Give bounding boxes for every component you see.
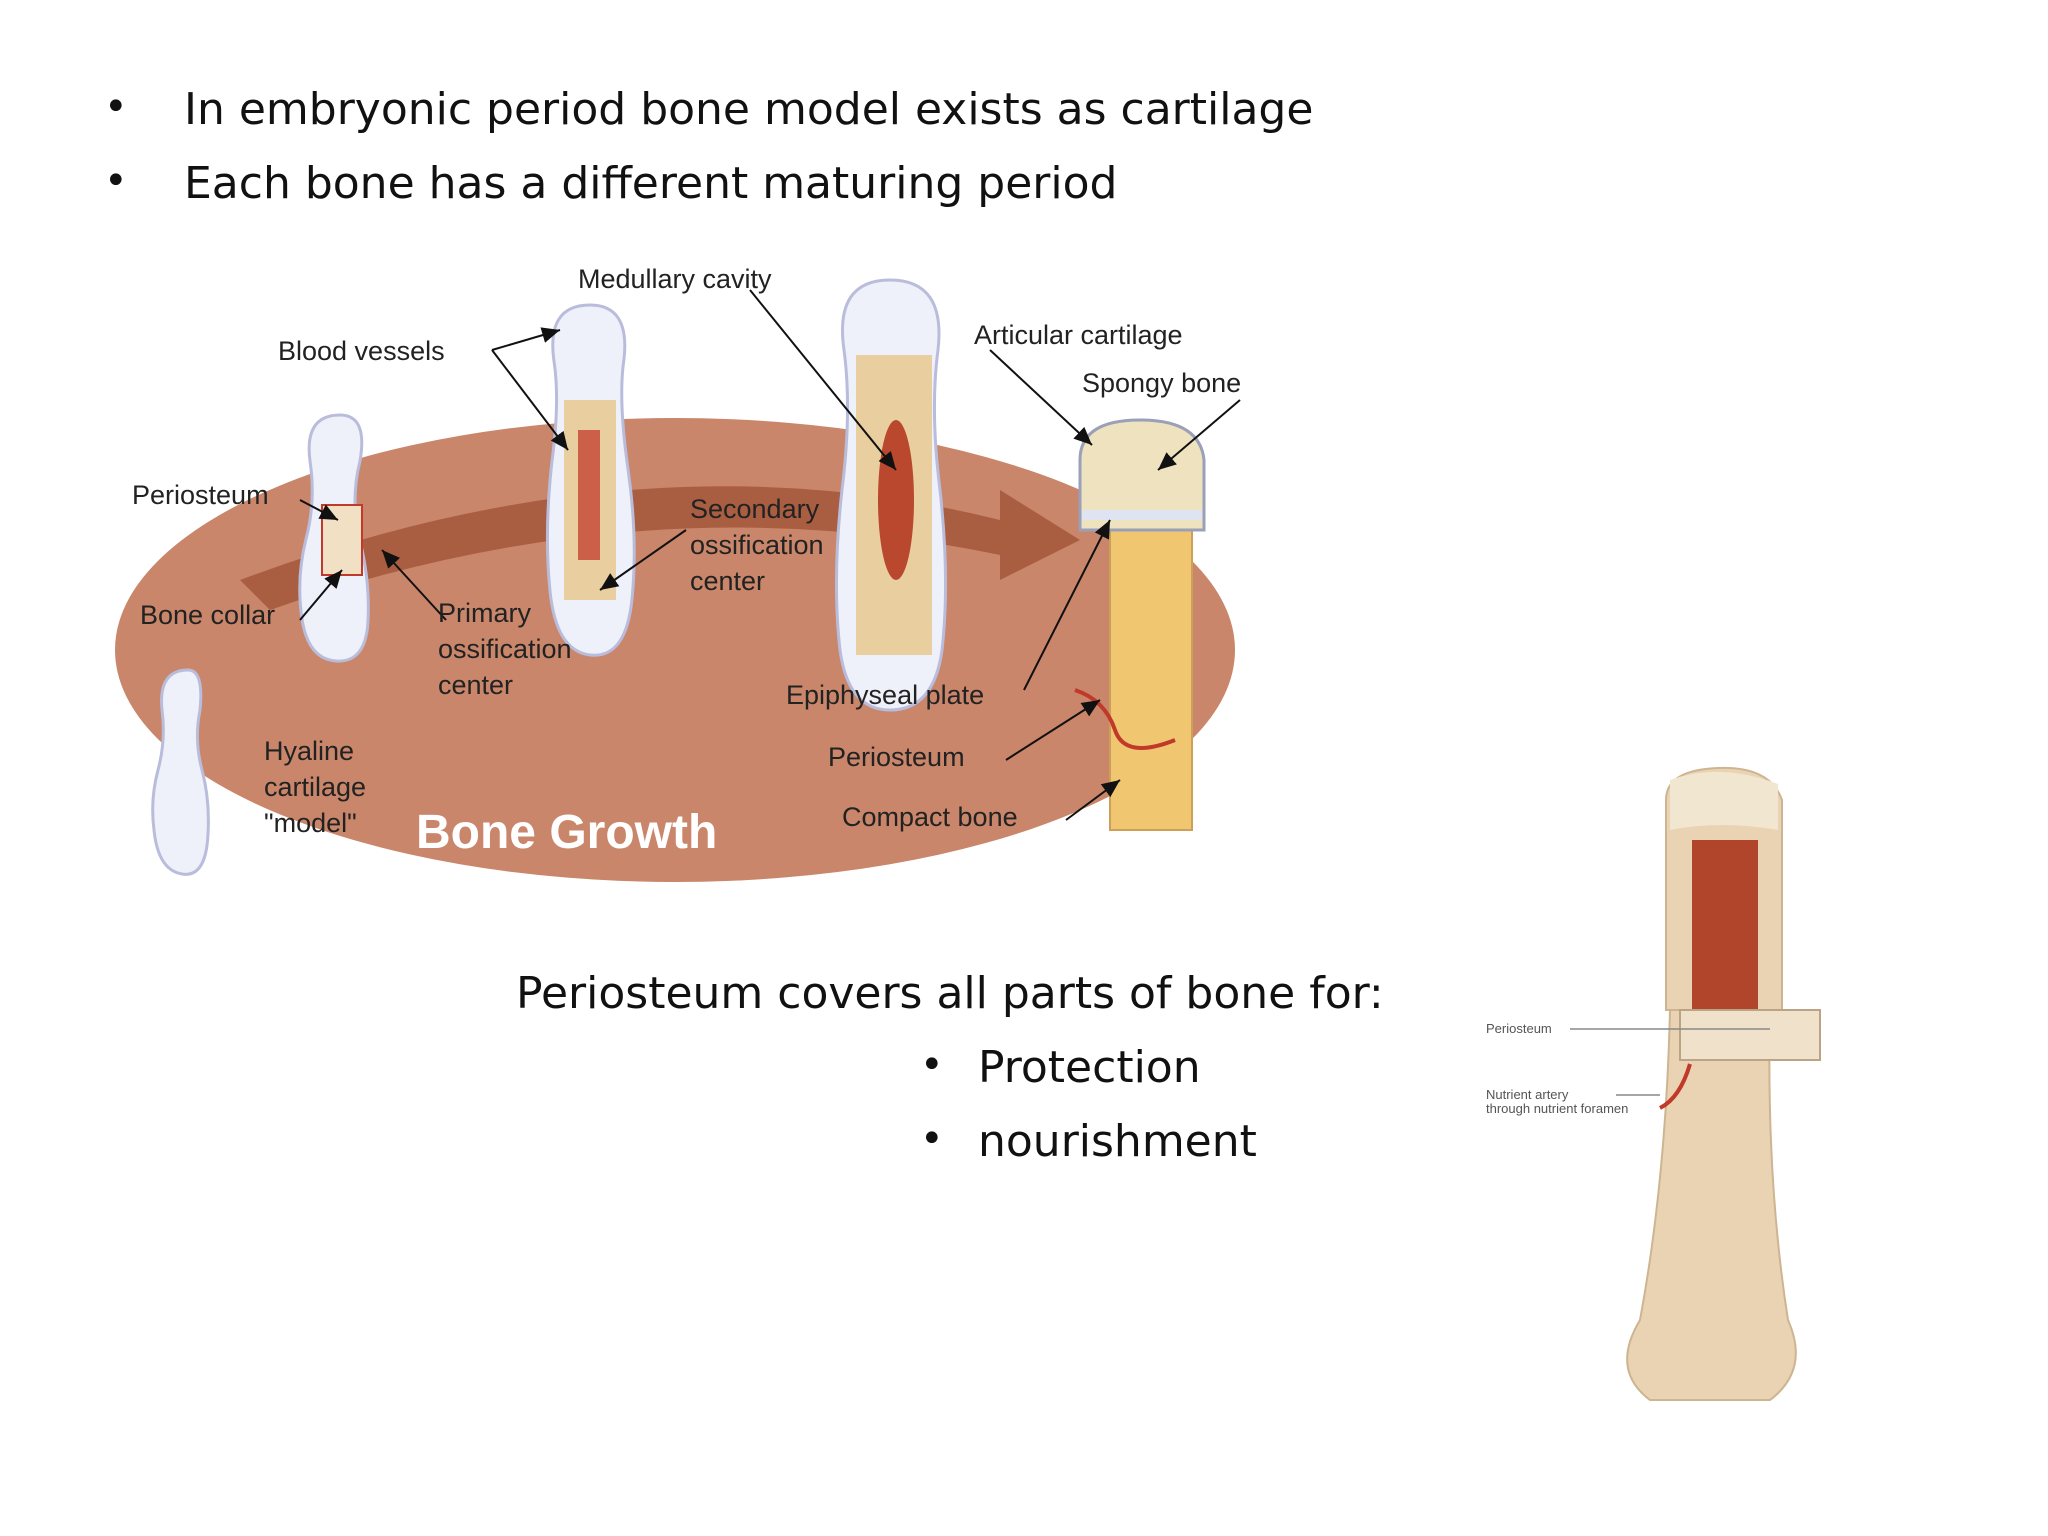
leader-compact: [1065, 779, 1121, 821]
leader-secondary: [599, 529, 687, 591]
sub-bullet-text: Protection: [978, 1042, 1201, 1093]
sub-bullet-text: nourishment: [978, 1116, 1257, 1167]
periosteum-window: [1679, 1009, 1821, 1061]
bullet-item: • In embryonic period bone model exists …: [0, 84, 1400, 144]
epiphyseal-plate-band: [1082, 510, 1202, 520]
leader-articular: [989, 349, 1093, 446]
leader-periosteum-right: [1005, 699, 1101, 761]
label-bone-collar: Bone collar: [140, 600, 275, 630]
label-hyaline-1: Hyaline: [264, 736, 354, 766]
bullet-dot: •: [920, 1116, 944, 1162]
medullary-cavity-section: [1692, 840, 1758, 1010]
label-secondary-3: center: [690, 566, 765, 596]
label-primary-2: ossification: [438, 634, 572, 664]
leader-medullary: [749, 289, 897, 471]
label-nutrient-2: through nutrient foramen: [1486, 1101, 1628, 1116]
leader-primary: [381, 549, 447, 621]
label-long-periosteum: Periosteum: [1486, 1021, 1552, 1036]
label-nutrient-1: Nutrient artery: [1486, 1087, 1569, 1102]
label-hyaline-2: cartilage: [264, 772, 366, 802]
figure-title: Bone Growth: [416, 806, 717, 859]
hyaline-model-shape: [151, 668, 210, 876]
label-secondary-2: ossification: [690, 530, 824, 560]
leader-blood-vessels-2: [491, 349, 569, 451]
label-hyaline-3: "model": [264, 808, 357, 838]
label-primary-3: center: [438, 670, 513, 700]
periosteum-heading: Periosteum covers all parts of bone for:: [516, 968, 1384, 1019]
medullary-cavity-shape: [878, 420, 914, 580]
label-epiphyseal-plate: Epiphyseal plate: [786, 680, 984, 710]
label-periosteum-left: Periosteum: [132, 480, 269, 510]
blood-vessel: [1074, 688, 1176, 750]
leader-epiphyseal: [1023, 519, 1111, 691]
long-bone-shaft: [1626, 1009, 1797, 1401]
bullet-dot: •: [920, 1042, 944, 1088]
label-articular-cartilage: Articular cartilage: [974, 320, 1183, 350]
nutrient-artery: [1659, 1063, 1692, 1110]
label-periosteum-right: Periosteum: [828, 742, 965, 772]
label-primary-1: Primary: [438, 598, 531, 628]
leader-spongy: [1157, 399, 1241, 471]
label-medullary-cavity: Medullary cavity: [578, 264, 772, 294]
label-blood-vessels: Blood vessels: [278, 336, 445, 366]
bone-growth-figure: Medullary cavity Blood vessels Articular…: [115, 264, 1241, 882]
label-compact-bone: Compact bone: [842, 802, 1018, 832]
long-bone-figure: Periosteum Nutrient artery through nutri…: [1486, 766, 1821, 1401]
medullary-core-1: [578, 430, 600, 560]
bullet-item: • Each bone has a different maturing per…: [0, 158, 1400, 218]
leader-periosteum-left: [299, 499, 339, 521]
label-secondary-1: Secondary: [690, 494, 820, 524]
leader-blood-vessels-1: [491, 327, 561, 351]
spongy-head-region: [1670, 771, 1778, 830]
mature-bone-shaft: [1109, 499, 1193, 831]
label-spongy-bone: Spongy bone: [1082, 368, 1241, 398]
bullet-text: In embryonic period bone model exists as…: [184, 84, 1314, 135]
bullet-text: Each bone has a different maturing perio…: [184, 158, 1118, 209]
bullet-dot: •: [104, 84, 128, 130]
bullet-dot: •: [104, 158, 128, 204]
leader-bone-collar: [299, 569, 343, 621]
